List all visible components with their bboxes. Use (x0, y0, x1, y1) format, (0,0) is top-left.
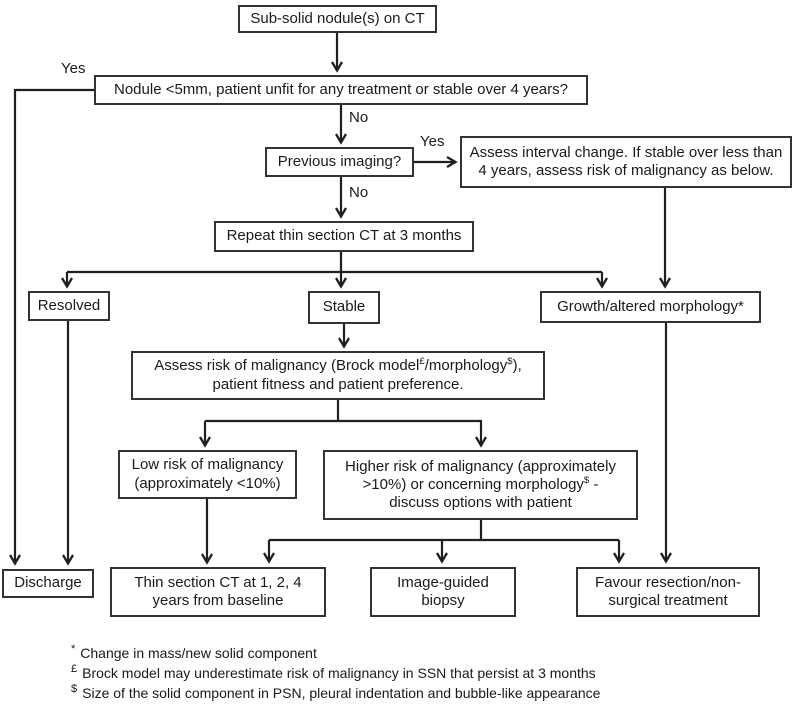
footnote-symbol-pound: £ (71, 663, 78, 676)
footnote-text: Brock model may underestimate risk of ma… (82, 665, 596, 681)
node-stable: Stable (308, 291, 380, 324)
footnote-change-in-mass: * Change in mass/new solid component (71, 643, 317, 661)
edge-label-yes-previous: Yes (420, 133, 445, 150)
edge-label-no-previous: No (349, 184, 369, 201)
footnote-text: Size of the solid component in PSN, pleu… (82, 685, 601, 701)
edge-label-yes-top: Yes (61, 60, 86, 77)
node-biopsy: Image-guided biopsy (370, 567, 516, 617)
node-question-small-nodule: Nodule <5mm, patient unfit for any treat… (94, 75, 588, 105)
node-discharge: Discharge (2, 569, 94, 598)
footnote-solid-component: $ Size of the solid component in PSN, ple… (71, 683, 601, 701)
footnote-symbol-asterisk: * (71, 643, 76, 656)
node-repeat-ct: Repeat thin section CT at 3 months (214, 221, 474, 252)
edge-label-no-top: No (349, 109, 369, 126)
node-previous-imaging: Previous imaging? (265, 147, 414, 177)
footnote-brock-model: £ Brock model may underestimate risk of m… (71, 663, 596, 681)
footnote-symbol-dollar: $ (71, 683, 78, 696)
footnote-text: Change in mass/new solid component (80, 645, 317, 661)
node-resolved: Resolved (28, 291, 110, 321)
node-favour-resection: Favour resection/non-surgical treatment (576, 567, 760, 617)
node-surveillance-ct: Thin section CT at 1, 2, 4 years from ba… (110, 567, 326, 617)
node-growth: Growth/altered morphology* (540, 291, 761, 323)
node-start: Sub-solid nodule(s) on CT (238, 5, 437, 33)
node-assess-risk: Assess risk of malignancy (Brock model£/… (131, 351, 545, 400)
node-assess-interval: Assess interval change. If stable over l… (460, 136, 792, 188)
node-low-risk: Low risk of malignancy (approximately <1… (118, 450, 297, 499)
node-higher-risk: Higher risk of malignancy (approximately… (323, 450, 638, 520)
